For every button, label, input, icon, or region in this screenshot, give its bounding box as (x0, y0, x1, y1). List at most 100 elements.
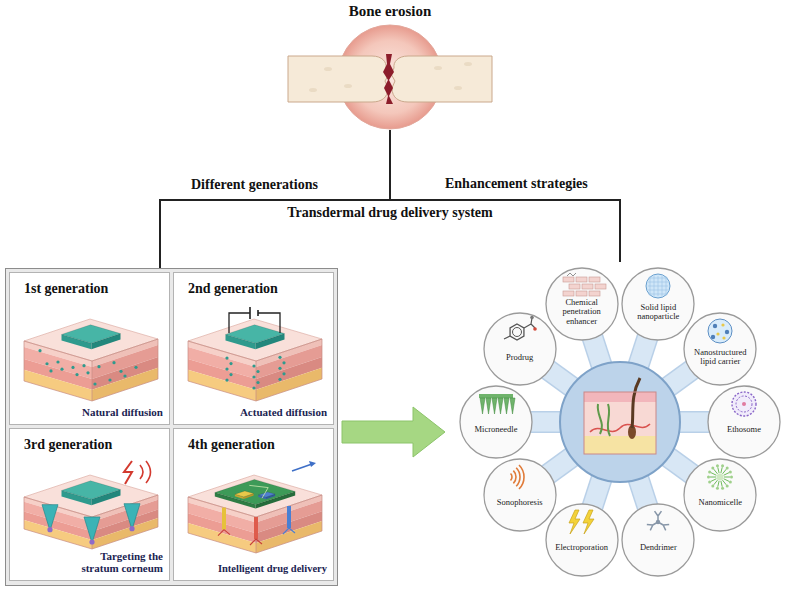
drug-dot (112, 361, 115, 364)
skin-surface (188, 319, 322, 361)
drug-dot (282, 372, 285, 375)
lightning-bolt (569, 510, 580, 534)
drug-dot (225, 378, 228, 381)
branch-line (390, 130, 620, 262)
dendrimer-core (656, 520, 660, 524)
drug-dot (82, 364, 85, 367)
brick (595, 284, 606, 289)
lattice (648, 276, 668, 296)
strategy-circle: Dendrimer (621, 503, 695, 577)
needle-spike (504, 398, 509, 414)
drug-dot (56, 360, 59, 363)
hub-skin (584, 378, 656, 454)
carrier-dot (722, 324, 725, 327)
micelle-head (708, 480, 711, 483)
drug-dot (252, 364, 255, 367)
micelle-head (726, 484, 729, 487)
strategy-label: Nanostructured lipid carrier (691, 348, 749, 366)
micelle-head (708, 470, 711, 473)
lattice (648, 276, 668, 296)
panel-caption: Actuated diffusion (239, 406, 328, 419)
micelle-core (717, 473, 724, 480)
strategy-label: Nanomicelle (691, 498, 749, 507)
drug-dot (93, 382, 96, 385)
strategy-circle-shape (546, 504, 618, 576)
micelle-head (721, 464, 724, 467)
micelle-tail (718, 481, 719, 487)
strategy-circle-shape (684, 313, 756, 385)
strategy-label: Prodrug (491, 353, 549, 362)
brick (563, 291, 574, 296)
micelle-head (729, 470, 732, 473)
carrier-dot (723, 337, 726, 340)
micelle-head (721, 487, 724, 490)
micelle-tail (714, 480, 718, 485)
drug-dot (225, 356, 228, 359)
block-arrow (342, 407, 445, 457)
drug-dot (278, 367, 281, 370)
skin-layer (92, 518, 158, 549)
bone-end (288, 56, 389, 102)
sound-wave (519, 465, 524, 489)
strategy-circle: Electroporation (545, 503, 619, 577)
brick (589, 277, 600, 282)
skin-block (24, 461, 158, 549)
skin-block (188, 461, 322, 553)
needle-base (479, 394, 513, 398)
hypodermis (584, 436, 656, 454)
microneedle-cone (42, 505, 58, 531)
strategy-circle: Microneedle (459, 385, 533, 459)
energy-waves (140, 461, 151, 483)
strategy-icon (646, 274, 670, 298)
smart-needle (287, 506, 291, 528)
enhancer-molecule (567, 273, 576, 276)
strategy-label: Solid lipid nanoparticle (629, 303, 687, 321)
micelle-head (707, 475, 710, 478)
carrier-dot (717, 333, 720, 336)
micelle-tail (721, 467, 722, 473)
drug-dot (75, 373, 78, 376)
drug-dot (278, 378, 281, 381)
skin-outline (584, 392, 656, 454)
blood-vessel (590, 424, 650, 432)
strategy-icon (563, 273, 606, 296)
micelle-head (716, 464, 719, 467)
drug-dot (282, 361, 285, 364)
micelle-tail (714, 469, 718, 474)
drug-patch (62, 325, 121, 343)
micelle-tail (721, 481, 722, 487)
strategy-label: Chemical penetration enhancer (553, 298, 611, 326)
micelle-head (726, 466, 729, 469)
sound-wave (516, 468, 520, 486)
drug-dot (49, 369, 52, 372)
needle-spike (480, 398, 485, 414)
strategy-icon (732, 392, 756, 416)
micelle-tail (723, 480, 727, 485)
diagram-heading: Bone erosion (288, 3, 492, 20)
circle-art (707, 385, 781, 459)
panel-caption: Natural diffusion (81, 406, 164, 419)
needle-tip (129, 526, 134, 531)
energy-bolt (124, 461, 132, 484)
lipid-carrier (708, 319, 732, 343)
skin-layer (256, 368, 322, 401)
bone-pore (309, 88, 317, 92)
panel-heading: 4th generation (188, 437, 275, 453)
circle-art (483, 312, 557, 386)
skin-surface (24, 319, 158, 361)
drug-dot (123, 374, 126, 377)
strategy-circle: Prodrug (483, 312, 557, 386)
brick (576, 277, 587, 282)
lattice (648, 276, 668, 296)
battery-symbol (250, 307, 258, 319)
circuit-chip (235, 491, 254, 497)
branch-heading: Enhancement strategies (445, 176, 588, 192)
panel-heading: 2nd generation (188, 281, 278, 297)
carrier-dot (711, 335, 715, 339)
vessel-branch (218, 530, 230, 536)
hub-circle (560, 362, 680, 482)
section-label: Transdermal drug delivery system (287, 205, 492, 221)
strategy-circle-shape (484, 313, 556, 385)
circle-art (483, 458, 557, 532)
benzene-inner (512, 328, 521, 337)
